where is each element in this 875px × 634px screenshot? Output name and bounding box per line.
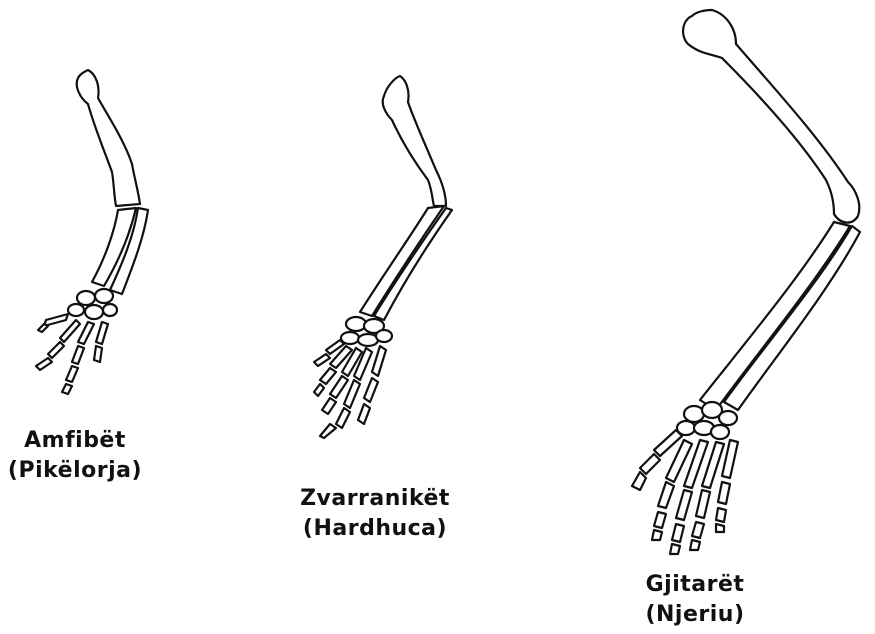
- amphibian-example-label: (Pikëlorja): [0, 456, 150, 486]
- mammal-caption: Gjitarët (Njeriu): [620, 570, 770, 630]
- mammal-phalanx: [676, 490, 692, 520]
- reptile-group-label: Zvarranikët: [290, 484, 460, 514]
- mammal-phalanx: [716, 508, 726, 522]
- amphibian-caption: Amfibët (Pikëlorja): [0, 426, 150, 486]
- mammal-carpal: [711, 425, 729, 439]
- mammal-phalanx: [690, 540, 700, 550]
- mammal-phalanx: [716, 524, 724, 532]
- mammal-humerus: [683, 10, 859, 223]
- mammal-phalanx: [692, 522, 704, 538]
- mammal-carpal: [719, 411, 737, 425]
- amphibian-group-label: Amfibët: [0, 426, 150, 456]
- mammal-phalanx: [640, 454, 660, 474]
- mammal-phalanx: [670, 544, 680, 554]
- mammal-phalanx: [718, 482, 730, 504]
- mammal-phalanx: [658, 482, 674, 508]
- mammal-ulna: [724, 226, 860, 410]
- reptile-example-label: (Hardhuca): [290, 514, 460, 544]
- mammal-group-label: Gjitarët: [620, 570, 770, 600]
- mammal-phalanx: [696, 490, 710, 518]
- mammal-carpal: [684, 406, 704, 422]
- mammal-phalanx: [652, 530, 662, 540]
- mammal-example-label: (Njeriu): [620, 600, 770, 630]
- reptile-caption: Zvarranikët (Hardhuca): [290, 484, 460, 544]
- mammal-phalanx: [672, 524, 684, 542]
- mammal-phalanx: [654, 512, 666, 528]
- mammal-radius: [700, 222, 850, 410]
- mammal-phalanx: [632, 472, 646, 490]
